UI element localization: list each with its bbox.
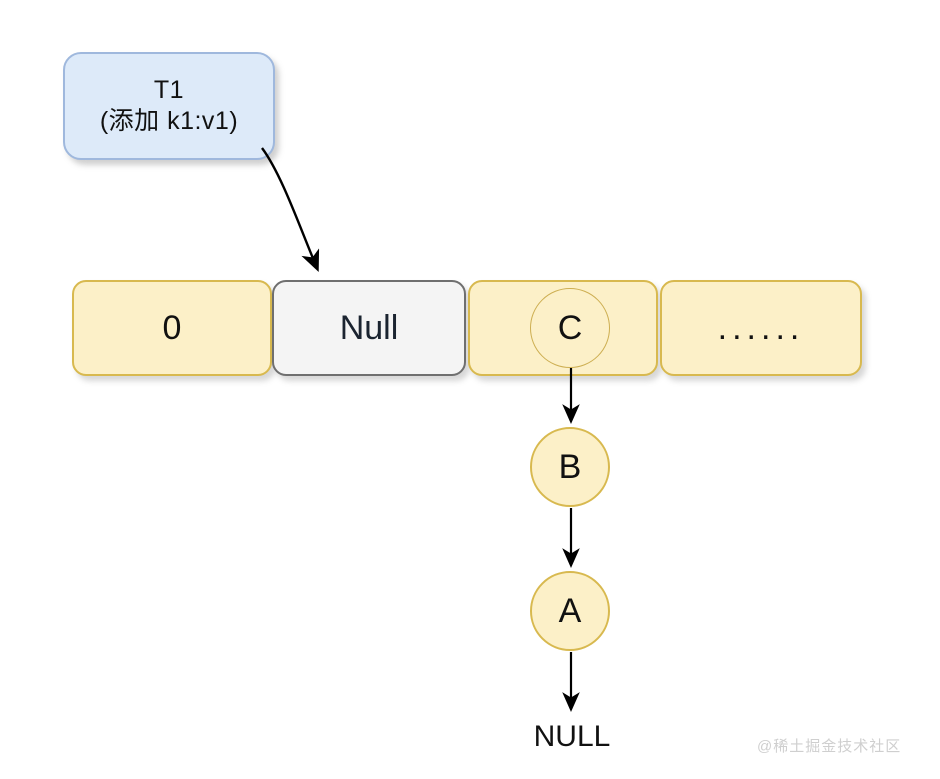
chain-node-b-label: B: [558, 447, 582, 486]
transaction-name: T1: [153, 75, 185, 104]
transaction-operation: (添加 k1:v1): [99, 107, 239, 135]
bucket-cell-1-label: Null: [339, 308, 399, 347]
bucket-cell-3-ellipsis[interactable]: ......: [660, 280, 862, 376]
chain-terminator-null: NULL: [533, 720, 611, 753]
bucket-cell-0[interactable]: 0: [72, 280, 272, 376]
transaction-box-t1[interactable]: T1 (添加 k1:v1): [63, 52, 275, 160]
watermark: @稀土掘金技术社区: [757, 738, 902, 755]
arrow-txn-to-null-cell: [261, 147, 320, 272]
chain-node-c-label: C: [557, 308, 583, 347]
chain-node-c[interactable]: C: [530, 288, 610, 368]
bucket-cell-0-label: 0: [162, 308, 182, 347]
chain-node-a-label: A: [558, 591, 582, 630]
chain-node-b[interactable]: B: [530, 427, 610, 507]
chain-node-a[interactable]: A: [530, 571, 610, 651]
bucket-cell-1-null[interactable]: Null: [272, 280, 466, 376]
bucket-cell-3-label: ......: [717, 308, 805, 347]
